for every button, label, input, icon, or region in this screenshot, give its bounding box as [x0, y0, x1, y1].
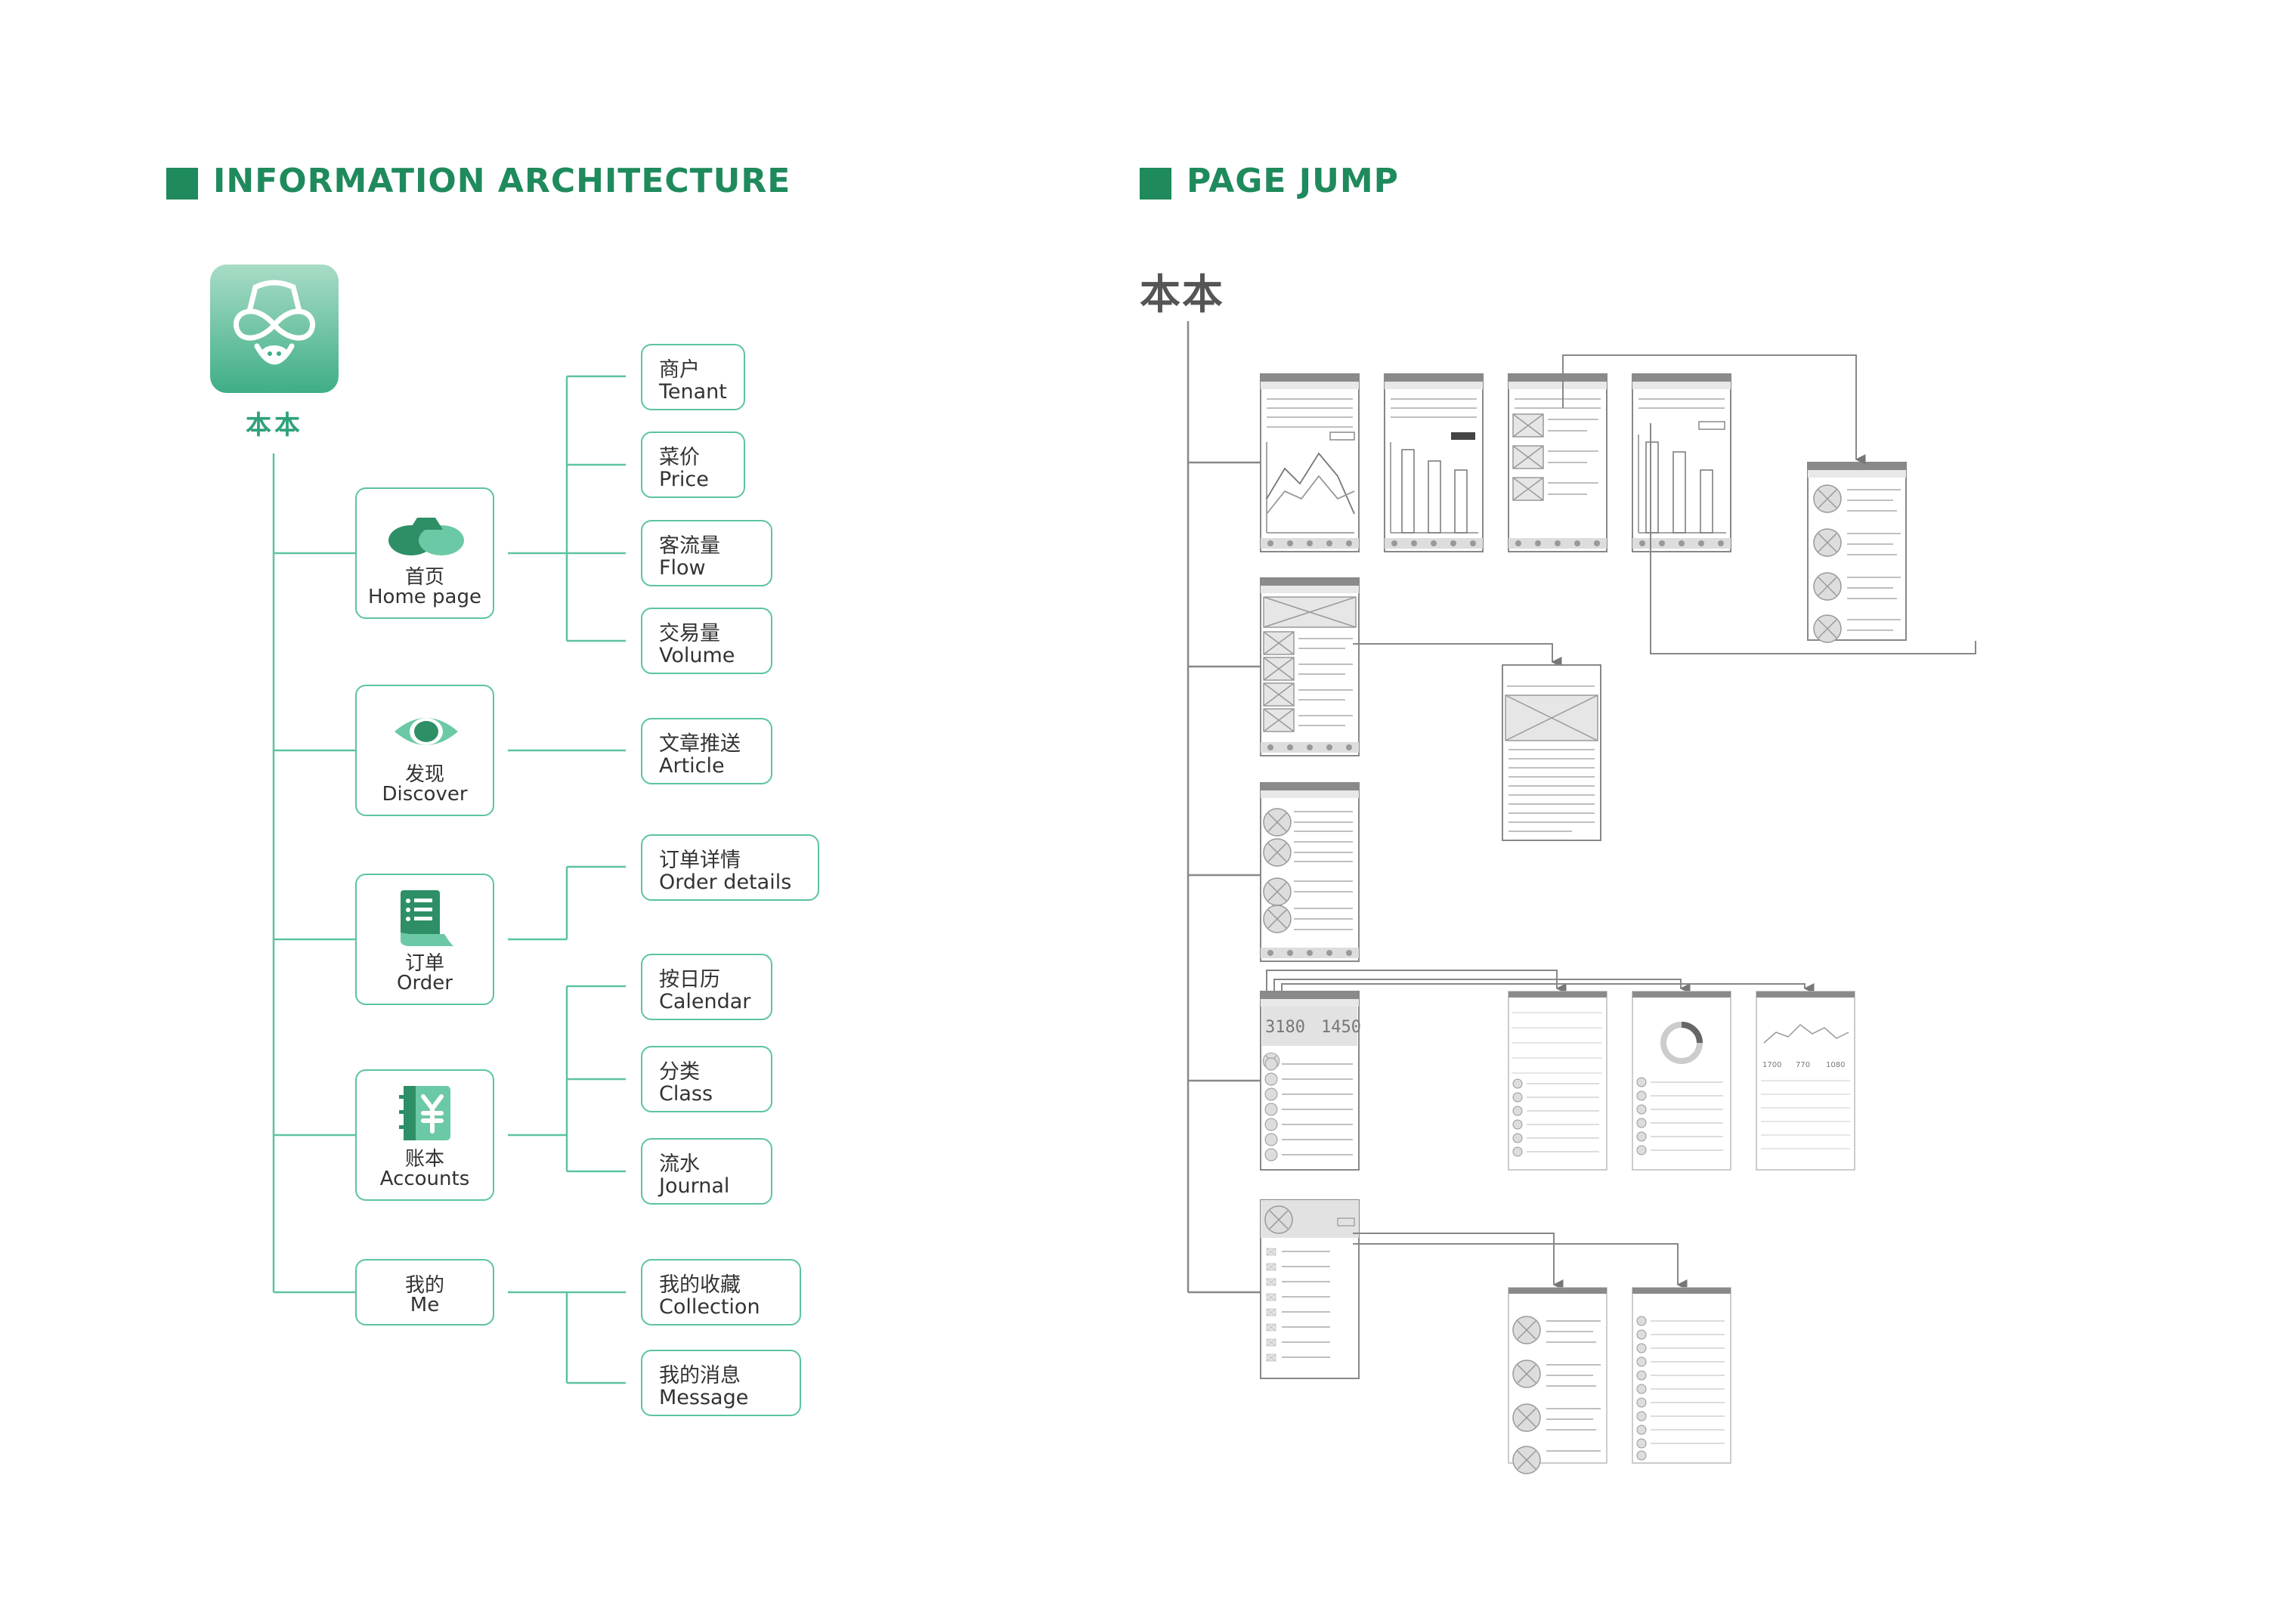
leaf-node-message: 我的消息 Message	[641, 1350, 801, 1416]
yen-ledger-icon	[399, 1086, 450, 1140]
main-node-en-label: Me	[410, 1294, 440, 1316]
leaf-node-class: 分类 Class	[641, 1046, 772, 1112]
leaf-node-price: 菜价 Price	[641, 432, 745, 498]
main-node-en-label: Accounts	[379, 1168, 470, 1190]
wireframe-stat-value: 1450	[1321, 1018, 1361, 1037]
leaf-en-label: Journal	[659, 1174, 730, 1198]
leaf-en-label: Class	[659, 1082, 713, 1106]
leaf-en-label: Calendar	[659, 990, 751, 1013]
main-node-order: 订单 Order	[355, 874, 494, 1005]
wireframe-message	[1632, 1287, 1731, 1464]
main-node-cn-label: 发现	[404, 763, 444, 786]
ia-section-marker	[166, 168, 198, 200]
main-node-accounts: 账本 Accounts	[355, 1069, 494, 1201]
leaf-cn-label: 菜价	[659, 446, 700, 469]
leaf-en-label: Order details	[659, 871, 792, 894]
app-name: 本本	[246, 410, 303, 441]
leaf-en-label: Tenant	[659, 380, 727, 404]
leaf-cn-label: 文章推送	[659, 732, 741, 756]
wireframe-home-bars-a	[1384, 373, 1484, 552]
wireframe-article	[1502, 664, 1601, 841]
leaf-cn-label: 商户	[659, 358, 700, 382]
logo-face-icon	[234, 280, 315, 365]
wireframe-home-bars-b	[1632, 373, 1731, 552]
wireframe-home-tenants	[1508, 373, 1608, 552]
page-jump-wireframes: 3180 1450	[1187, 321, 1976, 1474]
leaf-cn-label: 流水	[659, 1152, 700, 1176]
leaf-cn-label: 订单详情	[659, 849, 741, 872]
main-node-en-label: Order	[397, 972, 453, 995]
wireframe-stat-value: 1700	[1762, 1061, 1781, 1069]
main-node-cn-label: 账本	[404, 1148, 444, 1171]
leaf-node-article: 文章推送 Article	[641, 718, 772, 784]
pj-brand-title: 本本	[1140, 271, 1224, 318]
wireframe-home-chart	[1260, 373, 1360, 552]
eye-icon	[395, 718, 458, 745]
leaf-en-label: Collection	[659, 1295, 760, 1319]
wireframe-me	[1260, 1199, 1360, 1379]
main-node-home-page: 首页 Home page	[355, 487, 494, 619]
main-node-cn-label: 我的	[404, 1274, 444, 1297]
leaf-node-order-details: 订单详情 Order details	[641, 834, 819, 901]
order-document-icon	[401, 890, 453, 946]
leaf-en-label: Flow	[659, 556, 706, 580]
wireframe-stat-value: 770	[1796, 1061, 1810, 1069]
wireframe-class	[1632, 991, 1731, 1171]
leaf-en-label: Volume	[659, 644, 735, 667]
leaf-en-label: Article	[659, 754, 725, 778]
leaf-node-flow: 客流量 Flow	[641, 520, 772, 586]
leaf-node-collection: 我的收藏 Collection	[641, 1259, 801, 1325]
leaf-node-volume: 交易量 Volume	[641, 608, 772, 674]
app-logo	[210, 264, 339, 393]
main-node-cn-label: 订单	[404, 952, 444, 975]
leaf-cn-label: 客流量	[659, 534, 720, 558]
pj-section-marker	[1140, 168, 1171, 200]
wireframe-calendar	[1508, 991, 1608, 1171]
leaf-node-journal: 流水 Journal	[641, 1138, 772, 1205]
leaf-en-label: Message	[659, 1386, 749, 1409]
ia-connector-lines	[272, 375, 626, 1384]
wireframe-stat-value: 1080	[1826, 1061, 1845, 1069]
wireframe-stat-value: 3180	[1265, 1018, 1305, 1037]
ia-section-title: INFORMATION ARCHITECTURE	[213, 162, 791, 200]
main-node-en-label: Home page	[368, 586, 481, 608]
wireframe-order-list	[1260, 782, 1360, 962]
leaf-node-calendar: 按日历 Calendar	[641, 954, 772, 1020]
leaf-node-tenant: 商户 Tenant	[641, 344, 745, 410]
leaf-cn-label: 按日历	[659, 968, 720, 991]
wireframe-journal: 1700 770 1080	[1756, 991, 1855, 1171]
main-node-cn-label: 首页	[404, 566, 444, 589]
pj-section-title: PAGE JUMP	[1187, 162, 1399, 200]
main-node-en-label: Discover	[382, 783, 468, 806]
wireframe-discover-list	[1260, 577, 1360, 756]
leaf-cn-label: 我的消息	[659, 1364, 741, 1387]
main-node-discover: 发现 Discover	[355, 685, 494, 816]
leaf-en-label: Price	[659, 468, 709, 491]
wireframe-accounts: 3180 1450	[1260, 991, 1361, 1171]
wireframe-tenant-list	[1807, 462, 1907, 643]
home-icon	[388, 518, 464, 555]
wireframe-collection	[1508, 1287, 1608, 1474]
leaf-cn-label: 我的收藏	[659, 1273, 741, 1297]
leaf-cn-label: 交易量	[659, 622, 720, 645]
main-node-me: 我的 Me	[355, 1259, 494, 1325]
leaf-cn-label: 分类	[659, 1060, 700, 1084]
